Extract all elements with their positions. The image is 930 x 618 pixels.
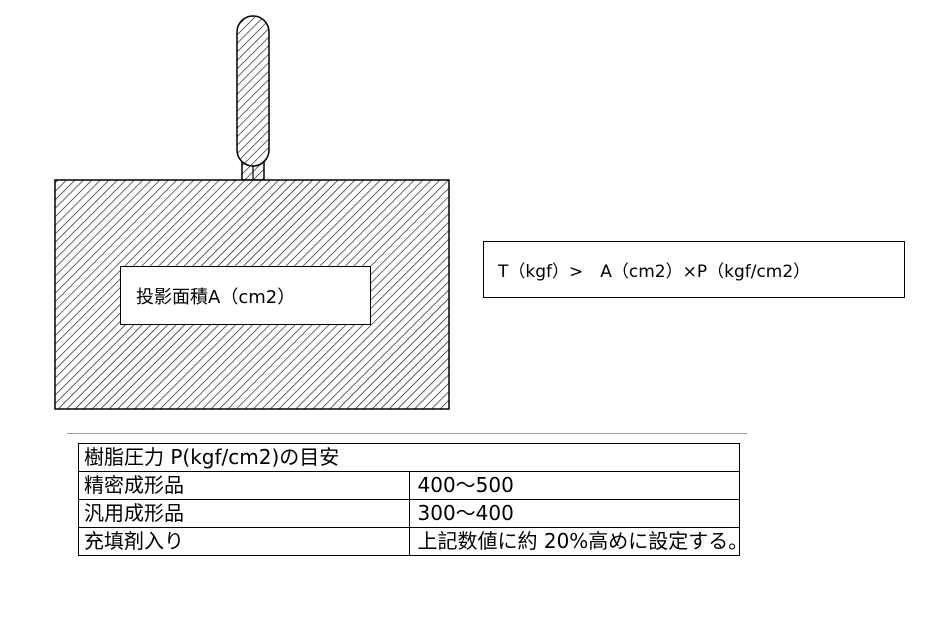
table-row: 精密成形品 400～500 bbox=[78, 471, 740, 500]
projected-area-label: 投影面積A（cm2） bbox=[136, 286, 296, 308]
resin-pressure-table: 樹脂圧力 P(kgf/cm2)の目安 精密成形品 400～500 汎用成形品 3… bbox=[78, 443, 740, 556]
table-cell-category: 汎用成形品 bbox=[78, 499, 410, 528]
table-row: 汎用成形品 300～400 bbox=[78, 499, 740, 528]
table-cell-category: 精密成形品 bbox=[78, 471, 410, 500]
table-cell-value: 上記数値に約 20%高めに設定する。 bbox=[408, 527, 740, 556]
clamping-force-formula: T（kgf）> A（cm2）×P（kgf/cm2） bbox=[498, 262, 811, 282]
sprue-rod bbox=[236, 15, 270, 167]
table-cell-value: 400～500 bbox=[408, 471, 740, 500]
table-cell-category: 充填剤入り bbox=[78, 527, 410, 556]
table-row: 充填剤入り 上記数値に約 20%高めに設定する。 bbox=[78, 527, 740, 556]
table-title: 樹脂圧力 P(kgf/cm2)の目安 bbox=[78, 443, 740, 472]
table-title-row: 樹脂圧力 P(kgf/cm2)の目安 bbox=[78, 443, 740, 472]
table-cell-value: 300～400 bbox=[408, 499, 740, 528]
separator-line bbox=[67, 433, 747, 434]
projected-area-label-box: 投影面積A（cm2） bbox=[120, 266, 371, 325]
clamping-force-formula-box: T（kgf）> A（cm2）×P（kgf/cm2） bbox=[483, 241, 905, 298]
gate-nozzle bbox=[236, 15, 270, 181]
